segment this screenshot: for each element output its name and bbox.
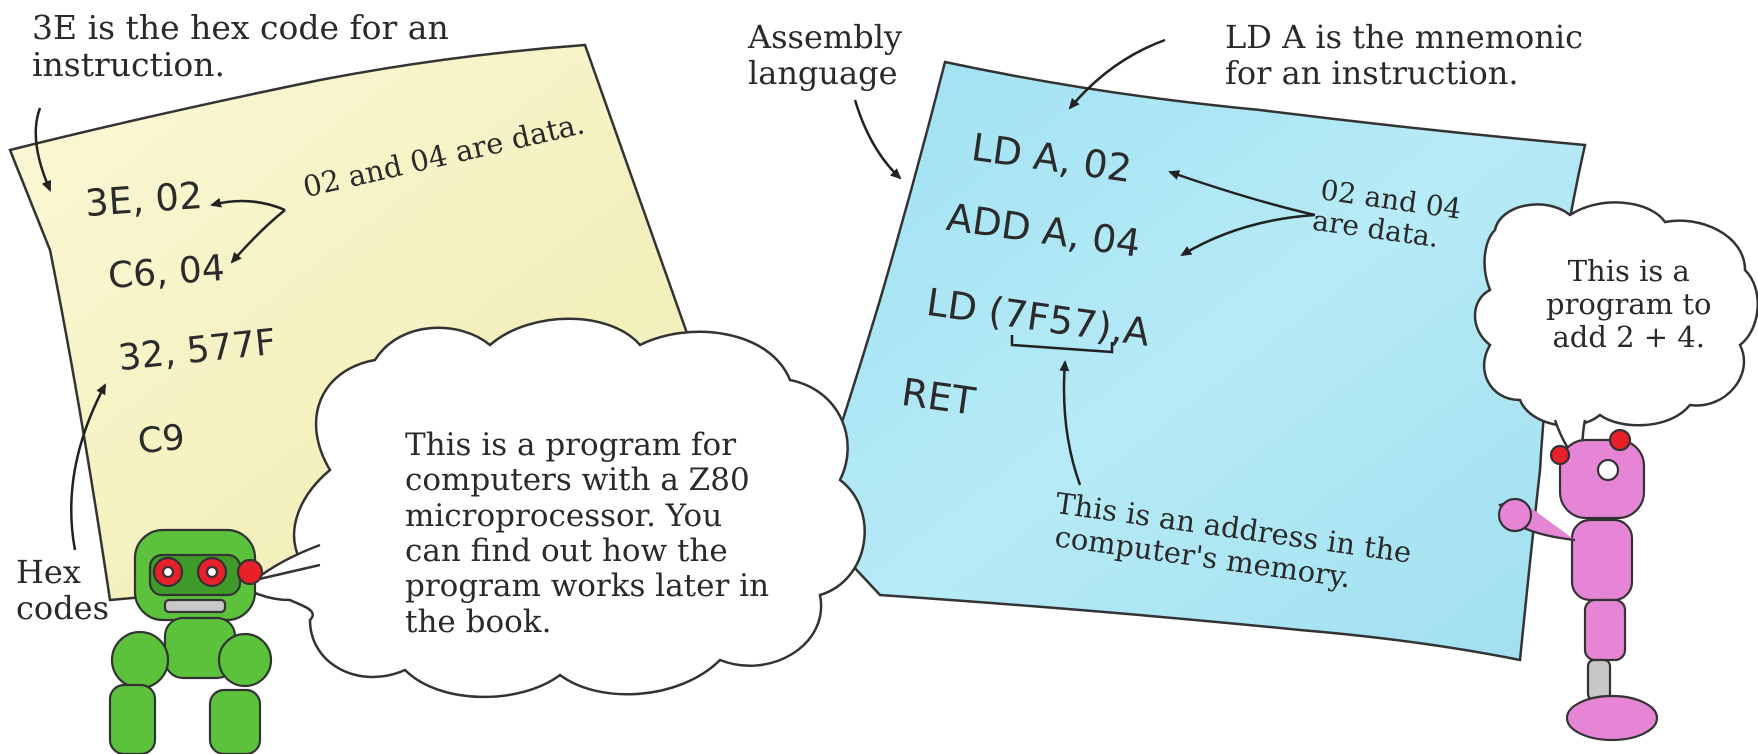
arrow-mnemonic — [1068, 38, 1166, 110]
arrow-data-to-04 — [230, 209, 286, 264]
pink-bubble-line-2: program to — [1546, 287, 1712, 322]
mnemonic-note-line-2: for an instruction. — [1225, 53, 1519, 92]
green-bubble-text: This is a program for computers with a Z… — [405, 427, 770, 640]
arrow-assembly-language — [853, 99, 902, 180]
green-bubble-line-4: can find out how the — [405, 532, 728, 569]
green-bubble-line-6: the book. — [405, 603, 552, 640]
hex-instruction-note: 3E is the hex code for an instruction. — [32, 8, 449, 84]
pink-robot — [1497, 428, 1659, 742]
asm-data-note: 02 and 04 are data. — [1311, 173, 1464, 254]
hex-codes-label-line-1: Hex — [16, 553, 81, 591]
pink-robot-bubble — [1473, 201, 1758, 427]
arrow-to-hex-instruction — [34, 107, 52, 192]
hex-line-4: C9 — [136, 417, 187, 463]
arrow-data-to-02 — [210, 197, 286, 212]
hex-line-1: 3E, 02 — [83, 173, 204, 226]
arrow-address — [1059, 360, 1082, 486]
green-bubble-line-3: microprocessor. You — [405, 497, 723, 534]
pink-bubble-text: This is a program to add 2 + 4. — [1546, 254, 1712, 355]
green-bubble-line-5: program works later in — [405, 568, 770, 605]
arrow-hex-codes — [70, 383, 107, 551]
green-bubble-line-2: computers with a Z80 — [405, 462, 750, 499]
mnemonic-note-line-1: LD A is the mnemonic — [1225, 18, 1584, 56]
hex-codes-label-line-2: codes — [16, 588, 110, 627]
assembly-label-line-2: language — [748, 53, 898, 92]
assembly-label-line-1: Assembly — [748, 18, 903, 56]
assembly-sheet — [808, 60, 1587, 662]
pink-bubble-line-1: This is a — [1567, 254, 1690, 288]
address-bracket — [1010, 335, 1114, 354]
arrow-asm-data-02 — [1168, 170, 1316, 217]
pink-bubble-line-3: add 2 + 4. — [1552, 320, 1705, 355]
hex-instruction-note-line-2: instruction. — [32, 44, 225, 84]
assembly-language-label: Assembly language — [748, 18, 903, 92]
mnemonic-note: LD A is the mnemonic for an instruction. — [1225, 18, 1584, 92]
arrow-asm-data-04 — [1180, 213, 1316, 257]
hex-line-2: C6, 04 — [106, 247, 227, 298]
green-robot-bubble — [226, 317, 866, 699]
green-bubble-line-1: This is a program for — [405, 427, 737, 463]
green-robot — [108, 528, 273, 754]
hex-codes-label: Hex codes — [16, 553, 110, 627]
hex-instruction-note-line-1: 3E is the hex code for an — [32, 8, 449, 47]
